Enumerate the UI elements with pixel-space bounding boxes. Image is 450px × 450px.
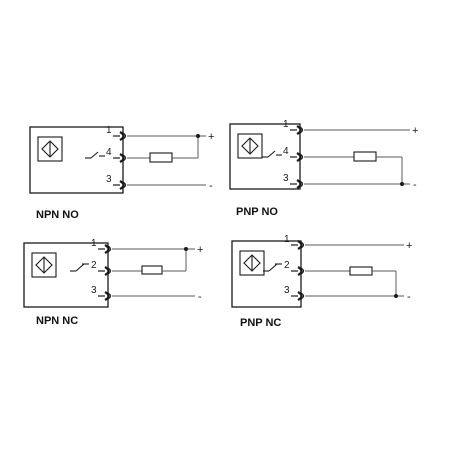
pin-number-3: 3 — [106, 174, 112, 185]
load-resistor — [149, 152, 173, 163]
switch-blade-no — [90, 151, 99, 159]
pin-connector — [104, 291, 110, 301]
junction-dot — [196, 134, 200, 138]
terminal-plus: + — [406, 240, 412, 252]
sensor-symbol-diamond — [241, 137, 259, 155]
pin-connector-inner — [300, 267, 305, 275]
pin-connector-inner — [299, 126, 304, 134]
sensor-symbol-diamond — [41, 140, 59, 158]
pin-connector-inner — [107, 245, 112, 253]
pin-number-3: 3 — [91, 285, 97, 296]
pin-number-2: 2 — [284, 260, 290, 271]
diagram-title-pnp-nc: PNP NC — [240, 317, 282, 329]
sensor-symbol-diamond — [243, 254, 261, 272]
junction-dot — [184, 247, 188, 251]
terminal-minus: - — [407, 291, 411, 303]
pin-connector-inner — [107, 292, 112, 300]
pin-connector — [296, 179, 302, 189]
terminal-minus: - — [209, 180, 213, 192]
pin-number-3: 3 — [284, 285, 290, 296]
wiring-diagram-npn-no: 1 4 3 + - — [29, 125, 214, 194]
diagram-title-npn-nc: NPN NC — [36, 315, 79, 327]
pin-number-1: 1 — [106, 125, 112, 136]
switch-blade-no — [267, 150, 276, 158]
pin-connector — [104, 266, 110, 276]
pin-connector-inner — [122, 154, 127, 162]
terminal-minus: - — [413, 179, 417, 191]
pin-connector-inner — [107, 267, 112, 275]
pin-connector-inner — [122, 181, 127, 189]
pin-number-2: 2 — [91, 260, 97, 271]
switch-blade-nc — [75, 263, 85, 272]
pin-connector-inner — [300, 292, 305, 300]
pin-number-1: 1 — [91, 238, 97, 249]
load-resistor — [353, 151, 377, 162]
pin-connector-inner — [299, 180, 304, 188]
pin-connector — [297, 266, 303, 276]
load-resistor — [141, 265, 163, 275]
wiring-diagram-pnp-nc: 1 2 3 + - — [231, 234, 412, 308]
pin-connector — [297, 291, 303, 301]
sensor-symbol-diamond — [35, 256, 53, 274]
wiring-diagram-npn-nc: 1 2 3 + - — [23, 238, 203, 308]
pin-number-1: 1 — [283, 119, 289, 130]
switch-blade-nc — [268, 263, 278, 272]
terminal-minus: - — [198, 291, 202, 303]
pin-connector — [119, 131, 125, 141]
sensor-symbol-square — [237, 133, 263, 159]
junction-dot — [400, 182, 404, 186]
pin-number-4: 4 — [283, 146, 289, 157]
sensor-symbol-square — [239, 250, 265, 276]
sensor-symbol-square — [37, 136, 63, 162]
pin-connector — [119, 180, 125, 190]
pin-connector — [296, 125, 302, 135]
pin-connector — [296, 152, 302, 162]
wiring-diagram-pnp-no: 1 4 3 + - — [229, 119, 418, 191]
pin-connector-inner — [300, 241, 305, 249]
junction-dot — [394, 294, 398, 298]
terminal-plus: + — [197, 244, 203, 256]
sensor-housing — [23, 242, 109, 308]
pin-connector — [104, 244, 110, 254]
pin-connector — [119, 153, 125, 163]
pin-connector-inner — [299, 153, 304, 161]
pin-number-4: 4 — [106, 147, 112, 158]
pin-number-1: 1 — [284, 234, 290, 245]
pin-connector — [297, 240, 303, 250]
pin-number-3: 3 — [283, 173, 289, 184]
diagram-title-pnp-no: PNP NO — [236, 206, 278, 218]
pin-connector-inner — [122, 132, 127, 140]
terminal-plus: + — [412, 125, 418, 137]
load-resistor — [349, 266, 373, 276]
diagram-title-npn-no: NPN NO — [36, 209, 79, 221]
terminal-plus: + — [208, 131, 214, 143]
sensor-symbol-square — [31, 252, 57, 278]
